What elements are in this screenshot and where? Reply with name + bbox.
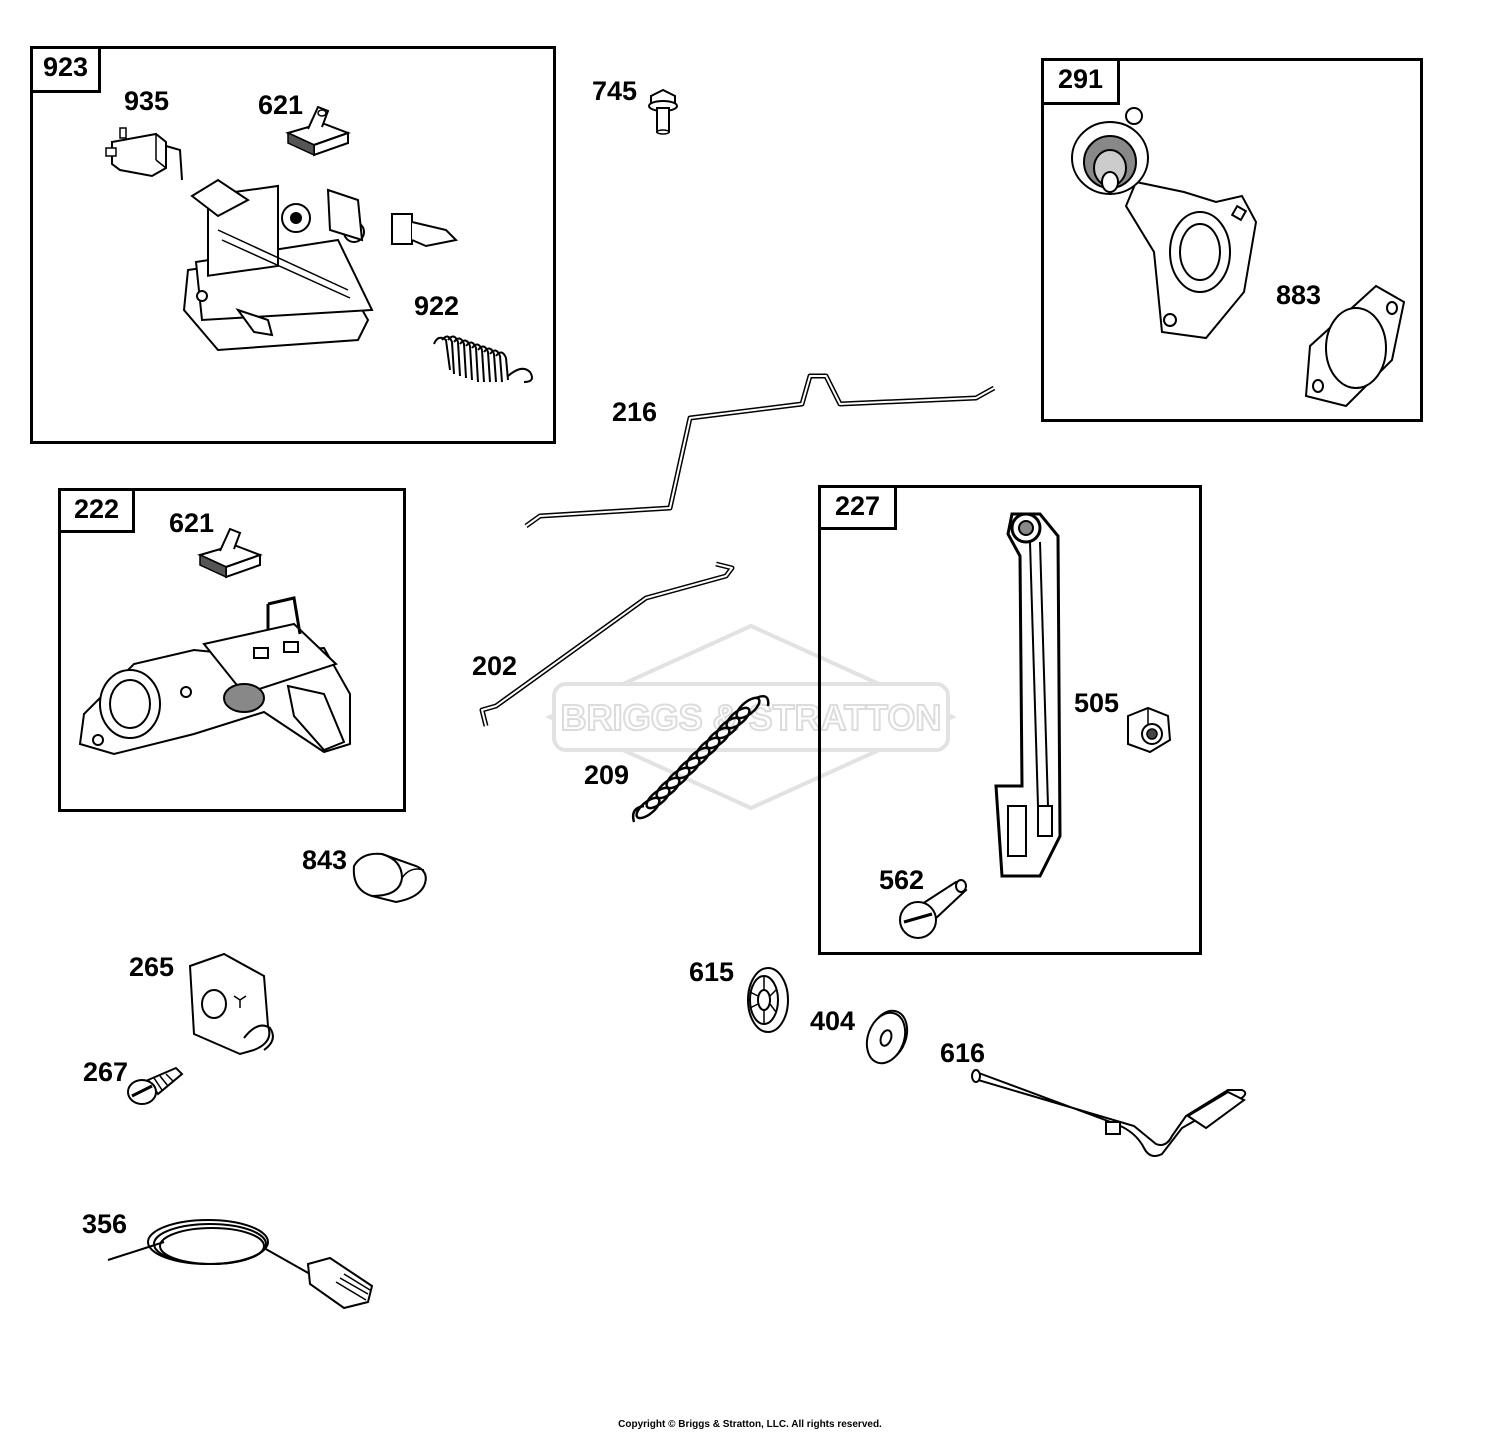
group-box-label: 923 <box>33 49 101 93</box>
watermark-text: BRIGGS & STRATTON <box>561 697 942 738</box>
throttle-link-icon <box>476 560 740 732</box>
governor-link-icon <box>520 368 1004 534</box>
part-label-562: 562 <box>879 865 925 895</box>
group-box-label: 227 <box>821 488 897 530</box>
part-label-616: 616 <box>940 1038 986 1068</box>
part-label-202: 202 <box>472 651 518 681</box>
copyright-notice: Copyright © Briggs & Stratton, LLC. All … <box>618 1419 882 1430</box>
part-label-265: 265 <box>129 952 175 982</box>
hex-nut-icon <box>1118 706 1176 756</box>
control-bracket-icon <box>178 170 458 360</box>
group-box-222: 222 <box>58 488 406 812</box>
part-label-505: 505 <box>1074 688 1120 718</box>
group-box-227: 227 <box>818 485 1202 955</box>
micro-switch-icon <box>102 120 192 185</box>
ground-wire-icon <box>104 1212 378 1312</box>
clip-icon <box>282 103 354 158</box>
part-label-267: 267 <box>83 1057 129 1087</box>
part-label-404: 404 <box>810 1006 856 1036</box>
part-label-922: 922 <box>414 291 460 321</box>
flange-bolt-icon <box>645 88 681 136</box>
extension-spring-icon <box>428 326 538 388</box>
screw-icon <box>124 1062 188 1108</box>
part-label-883: 883 <box>1276 280 1322 310</box>
gasket-icon <box>1296 282 1408 412</box>
part-label-935: 935 <box>124 86 170 116</box>
group-box-label: 291 <box>1044 61 1120 105</box>
clip-icon <box>194 525 266 580</box>
part-label-621: 621 <box>169 508 215 538</box>
shoulder-bolt-icon <box>898 876 970 944</box>
group-box-291: 291 <box>1041 58 1423 422</box>
group-box-923: 923 <box>30 46 556 444</box>
part-label-356: 356 <box>82 1209 128 1239</box>
part-label-843: 843 <box>302 845 348 875</box>
part-label-615: 615 <box>689 957 735 987</box>
part-label-745: 745 <box>592 76 638 106</box>
seal-icon <box>738 962 792 1036</box>
brand-watermark: BRIGGS & STRATTON <box>545 622 957 817</box>
part-label-209: 209 <box>584 760 630 790</box>
part-label-216: 216 <box>612 397 658 427</box>
carburetor-bracket-icon <box>1066 102 1266 342</box>
governor-spring-icon <box>628 690 774 832</box>
control-bracket-icon <box>74 594 364 760</box>
washer-icon <box>862 1006 912 1068</box>
governor-shaft-icon <box>966 1066 1250 1162</box>
cable-clamp-icon <box>184 950 280 1060</box>
part-label-621: 621 <box>258 90 304 120</box>
bushing-icon <box>346 846 432 910</box>
governor-lever-icon <box>982 506 1078 882</box>
group-box-label: 222 <box>61 491 135 533</box>
clip-icon <box>386 210 462 250</box>
